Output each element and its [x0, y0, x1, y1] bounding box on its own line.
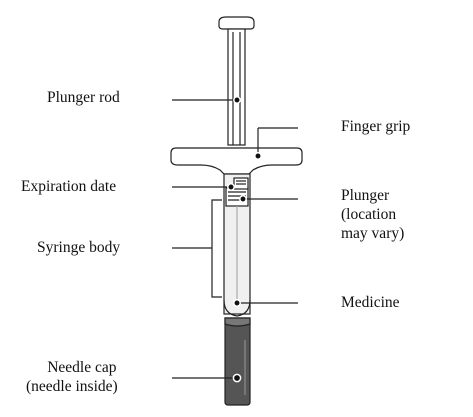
dot-plunger-rod [233, 96, 241, 104]
needle-cap [224, 317, 251, 406]
finger-grip-shape [170, 147, 303, 175]
dot-medicine [233, 299, 241, 307]
plunger-rod-cap [218, 16, 255, 30]
label-needle-cap-line-1: Needle cap [47, 359, 117, 376]
dot-finger-grip [254, 152, 262, 160]
label-plunger-line-3: may vary) [341, 225, 405, 242]
label-plunger-rod: Plunger rod [47, 89, 120, 106]
dot-expiration-date [227, 183, 235, 191]
syringe-body-bracket [211, 199, 222, 298]
label-plunger: Plunger (location may vary) [341, 186, 404, 243]
dot-plunger [239, 195, 247, 203]
label-plunger-line-2: (location [341, 206, 397, 223]
label-syringe-body: Syringe body [37, 239, 121, 256]
plunger-rod [227, 28, 246, 146]
label-medicine: Medicine [341, 294, 400, 311]
label-needle-cap-line-2: (needle inside) [26, 378, 118, 395]
label-expiration-date: Expiration date [21, 178, 117, 195]
label-plunger-line-1: Plunger [341, 187, 390, 204]
label-needle-cap: Needle cap (needle inside) [26, 358, 118, 396]
dot-needle-cap [232, 373, 242, 383]
label-finger-grip: Finger grip [341, 118, 411, 135]
